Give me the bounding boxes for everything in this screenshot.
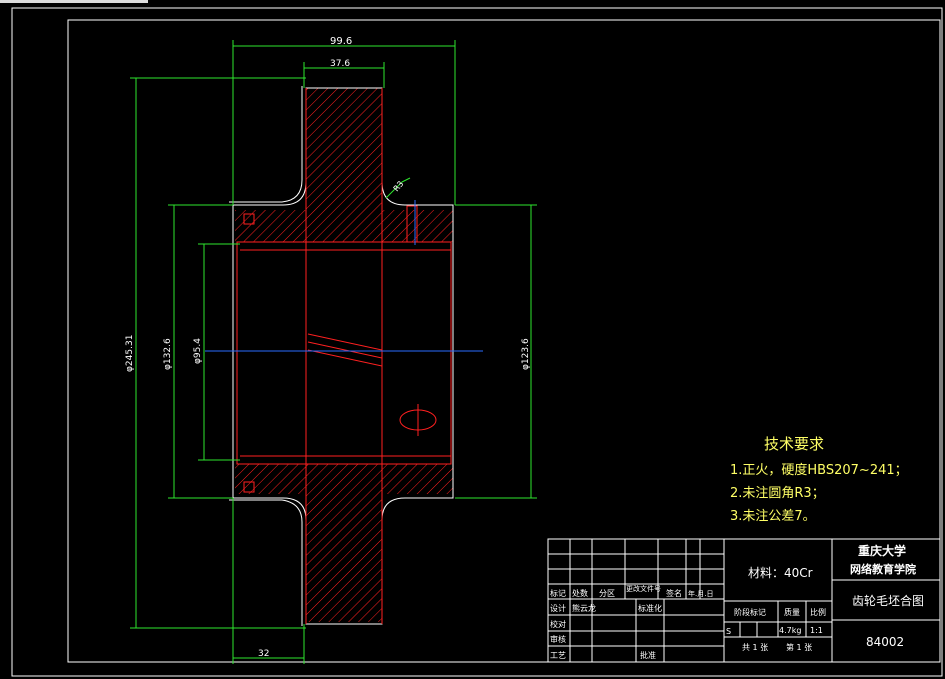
keyway-top xyxy=(406,205,418,243)
gear-section xyxy=(205,86,483,626)
dim-width-bottom: 32 xyxy=(258,649,269,659)
tb-mass-label: 质量 xyxy=(784,607,800,617)
outline-shadow-2 xyxy=(229,499,303,626)
tb-label-review: 审核 xyxy=(550,634,566,644)
chamfer-left-bottom xyxy=(243,481,255,493)
tb-school-2: 网络教育学院 xyxy=(850,562,916,576)
inner-profile-red xyxy=(236,241,452,465)
tb-designer: 熊云龙 xyxy=(572,603,596,613)
red-line-6 xyxy=(307,341,383,359)
tb-label-check: 校对 xyxy=(550,619,566,629)
tb-label-count: 处数 xyxy=(572,588,588,598)
hatch-rim-bottom xyxy=(306,494,382,622)
tb-material: 材料：40Cr xyxy=(748,566,813,580)
dim-dia-hub: φ132.6 xyxy=(163,338,173,370)
tech-item-2: 2.未注圆角R3； xyxy=(730,486,825,501)
red-line-7 xyxy=(307,349,383,367)
dim-dia-right: φ123.6 xyxy=(521,338,531,370)
chamfer-left-top xyxy=(243,213,255,225)
tb-stage-label: 阶段标记 xyxy=(734,607,766,617)
tb-label-standard: 标准化 xyxy=(638,603,662,613)
tb-label-zone: 分区 xyxy=(599,589,615,598)
tb-drawing-number: 84002 xyxy=(866,635,904,649)
dim-dia-outer: φ245.31 xyxy=(125,335,135,372)
tech-item-3: 3.未注公差7。 xyxy=(730,509,816,524)
tb-label-approve: 批准 xyxy=(640,650,656,660)
tb-sheet-no: 第 1 张 xyxy=(786,642,812,652)
tb-label-mark: 标记 xyxy=(550,588,566,598)
outline-shadow xyxy=(229,86,303,203)
tb-school-1: 重庆大学 xyxy=(858,543,906,558)
tech-title: 技术要求 xyxy=(764,435,824,453)
red-line-5 xyxy=(307,333,383,351)
tb-scale-label: 比例 xyxy=(810,607,826,617)
dim-width-hub: 37.6 xyxy=(330,59,350,69)
tb-drawing-name: 齿轮毛坯合图 xyxy=(852,593,924,608)
window-top-strip xyxy=(0,0,148,3)
inner-frame xyxy=(67,19,941,663)
tb-label-process: 工艺 xyxy=(550,651,566,660)
tb-stage-value: S xyxy=(726,627,731,636)
dim-dia-bore: φ95.4 xyxy=(193,338,203,364)
tb-label-change-doc: 更改文件号 xyxy=(626,584,661,593)
hatch-web-bottom xyxy=(235,464,453,494)
tech-item-1: 1.正火，硬度HBS207~241； xyxy=(730,462,908,478)
outer-frame xyxy=(11,7,943,677)
hatch-web-top xyxy=(235,210,453,242)
tb-sheet-total: 共 1 张 xyxy=(742,643,768,652)
tb-scale-value: 1:1 xyxy=(810,626,823,635)
tb-label-design: 设计 xyxy=(550,603,566,613)
dimension-lines xyxy=(130,40,537,664)
hatch-rim-top xyxy=(306,88,382,210)
title-block xyxy=(547,538,941,663)
tb-label-date: 年.月.日 xyxy=(688,589,713,598)
tb-mass-value: 4.7kg xyxy=(779,626,801,635)
dim-width-total: 99.6 xyxy=(330,36,352,47)
tb-label-sign: 签名 xyxy=(666,588,682,598)
